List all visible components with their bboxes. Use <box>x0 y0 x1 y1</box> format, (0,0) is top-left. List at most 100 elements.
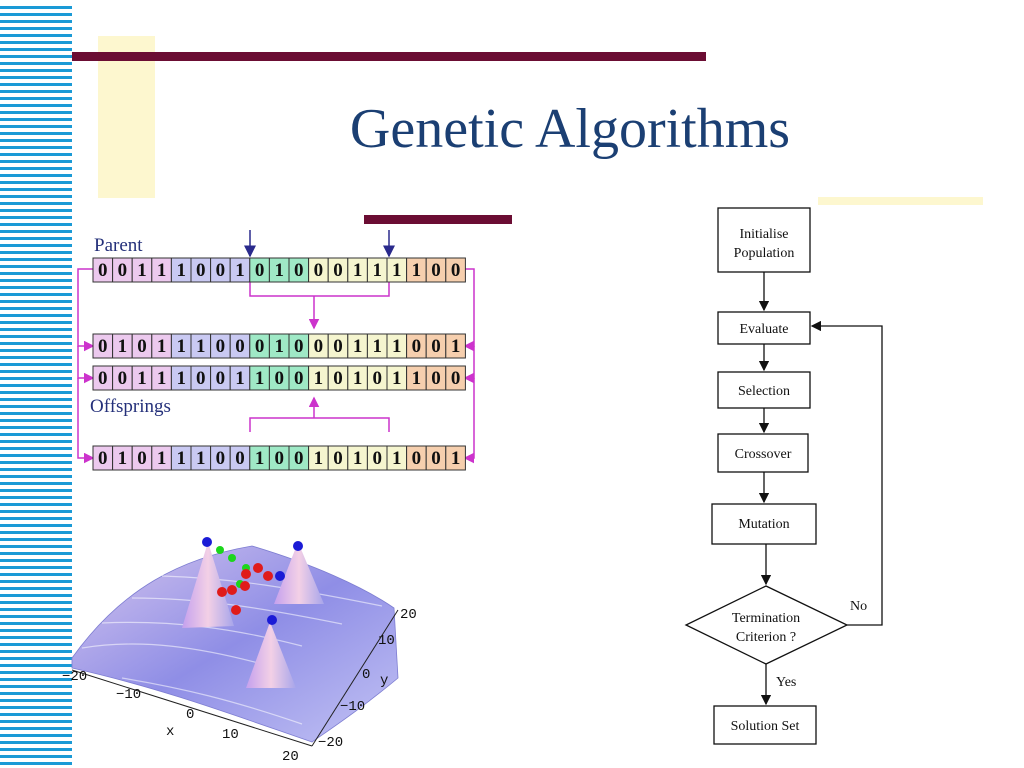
gene-bit: 1 <box>157 448 167 469</box>
stripe-line <box>0 160 72 163</box>
stripe-line <box>0 608 72 611</box>
stripe-line <box>0 174 72 177</box>
stripe-line <box>0 629 72 632</box>
stripe-line <box>0 195 72 198</box>
gene-bit: 0 <box>412 448 422 469</box>
stripe-line <box>0 461 72 464</box>
gene-bit: 0 <box>412 336 422 357</box>
stripe-line <box>0 503 72 506</box>
population-points <box>202 537 303 625</box>
stripe-line <box>0 489 72 492</box>
gene-bit: 1 <box>353 368 363 389</box>
stripe-line <box>0 167 72 170</box>
stripe-line <box>0 566 72 569</box>
stripe-line <box>0 321 72 324</box>
stripe-line <box>0 349 72 352</box>
gene-bit: 0 <box>98 260 108 281</box>
stripe-line <box>0 265 72 268</box>
stripe-line <box>0 237 72 240</box>
stripe-line <box>0 468 72 471</box>
stripe-line <box>0 412 72 415</box>
gene-bit: 1 <box>392 448 402 469</box>
gene-bit: 0 <box>235 336 245 357</box>
flow-yes-label: Yes <box>776 675 796 690</box>
stripe-line <box>0 671 72 674</box>
stripe-line <box>0 748 72 751</box>
stripe-line <box>0 111 72 114</box>
flow-decision-label: Criterion ? <box>736 630 796 645</box>
stripe-line <box>0 20 72 23</box>
gene-bit: 1 <box>412 260 422 281</box>
stripe-line <box>0 454 72 457</box>
stripe-line <box>0 587 72 590</box>
gene-bit: 1 <box>451 448 461 469</box>
gene-bit: 0 <box>255 336 265 357</box>
stripe-line <box>0 580 72 583</box>
stripe-line <box>0 538 72 541</box>
gene-bit: 1 <box>157 336 167 357</box>
stripe-line <box>0 6 72 9</box>
gene-bit: 1 <box>372 260 382 281</box>
stripe-line <box>0 223 72 226</box>
stripe-line <box>0 27 72 30</box>
stripe-line <box>0 216 72 219</box>
flow-step-initialise-label: Initialise <box>740 227 789 242</box>
stripe-line <box>0 363 72 366</box>
gene-bit: 0 <box>431 368 441 389</box>
gene-bit: 1 <box>255 448 265 469</box>
stripe-line <box>0 97 72 100</box>
stripe-line <box>0 720 72 723</box>
gene-bit: 0 <box>137 448 147 469</box>
x-axis-label: x <box>166 724 174 740</box>
stripe-line <box>0 62 72 65</box>
y-tick-label: 0 <box>362 667 370 683</box>
stripe-line <box>0 314 72 317</box>
stripe-line <box>0 244 72 247</box>
stripe-line <box>0 251 72 254</box>
flow-step-evaluate <box>717 311 811 345</box>
gene-bit: 1 <box>392 260 402 281</box>
gene-bit: 0 <box>333 368 343 389</box>
y-tick-label: −20 <box>318 735 343 751</box>
stripe-line <box>0 391 72 394</box>
flow-step-initialise <box>717 207 811 273</box>
gene-bit: 1 <box>314 368 324 389</box>
x-tick-label: 20 <box>282 749 299 764</box>
gene-bit: 0 <box>372 368 382 389</box>
decorative-yellow-block <box>98 36 155 198</box>
x-axis-line <box>71 669 313 747</box>
y-tick-label: 20 <box>400 607 417 623</box>
stripe-line <box>0 496 72 499</box>
gene-cell <box>445 333 466 359</box>
gene-bit: 1 <box>118 336 128 357</box>
stripe-line <box>0 342 72 345</box>
stripe-line <box>0 664 72 667</box>
y-axis-label: y <box>380 673 388 689</box>
gene-cell <box>445 445 466 471</box>
stripe-line <box>0 727 72 730</box>
stripe-line <box>0 426 72 429</box>
gene-bit: 1 <box>196 448 206 469</box>
gene-bit: 1 <box>353 336 363 357</box>
y-tick-label: −10 <box>340 699 365 715</box>
stripe-line <box>0 139 72 142</box>
stripe-line <box>0 510 72 513</box>
gene-bit: 0 <box>431 336 441 357</box>
stripe-line <box>0 202 72 205</box>
stripe-line <box>0 55 72 58</box>
gene-bit: 0 <box>294 336 304 357</box>
gene-bit: 1 <box>451 336 461 357</box>
stripe-line <box>0 713 72 716</box>
stripe-line <box>0 552 72 555</box>
gene-bit: 1 <box>235 368 245 389</box>
gene-bit: 1 <box>274 260 284 281</box>
gene-bit: 0 <box>216 448 226 469</box>
stripe-line <box>0 76 72 79</box>
stripe-line <box>0 447 72 450</box>
gene-bit: 1 <box>157 260 167 281</box>
stripe-line <box>0 573 72 576</box>
gene-bit: 1 <box>353 448 363 469</box>
gene-bit: 0 <box>118 368 128 389</box>
x-tick-label: 10 <box>222 727 239 743</box>
